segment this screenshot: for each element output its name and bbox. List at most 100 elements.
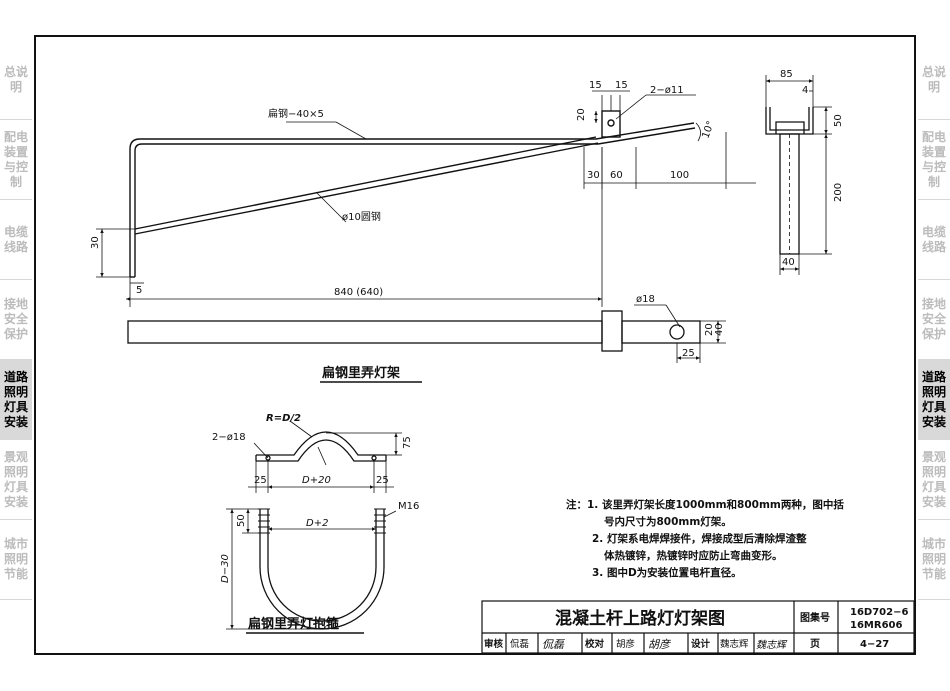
index-tab-road-lighting[interactable]: 道路照明灯具安装: [918, 360, 950, 440]
dim-20: 20: [576, 108, 587, 121]
hoop-hole: [265, 455, 271, 461]
index-tab-label: 道路照明灯具安装: [921, 369, 946, 429]
dim-100: 100: [670, 170, 689, 181]
index-tab-label: 总说明: [921, 64, 946, 94]
index-tab-energy[interactable]: 城市照明节能: [0, 520, 32, 600]
dim-25-plan: 25: [682, 348, 695, 359]
dim-200: 200: [833, 183, 844, 202]
bracket-dimensions: [96, 90, 756, 307]
atlas-number-1: 16D702−6: [850, 607, 908, 618]
index-tab-label: 接地安全保护: [3, 297, 28, 341]
index-tab-label: 景观照明灯具安装: [921, 449, 946, 509]
plan-view-clamp: [601, 310, 623, 352]
hoop-labels: R=D/2 2−ø18 D+20 25 25 75: [212, 413, 413, 486]
hole-label: 2−ø11: [650, 85, 684, 96]
hoop-r-label: R=D/2: [266, 413, 301, 424]
dim-75: 75: [402, 436, 413, 449]
index-tab-road-lighting[interactable]: 道路照明灯具安装: [0, 360, 32, 440]
hoop-top-view: [255, 431, 387, 462]
index-tab-label: 景观照明灯具安装: [3, 449, 28, 509]
index-tab-energy[interactable]: 城市照明节能: [918, 520, 950, 600]
index-tab-distribution[interactable]: 配电装置与控制: [0, 120, 32, 200]
plan-view-labels: ø18 20 40 25: [636, 294, 725, 359]
review-label: 审核: [484, 638, 504, 650]
right-section-index: 总说明 配电装置与控制 电缆线路 接地安全保护 道路照明灯具安装 景观照明灯具安…: [918, 40, 950, 600]
bracket-labels: 扁钢−40×5 ø10圆钢 2−ø11 15 15 20 30 60 100 8…: [90, 80, 717, 298]
index-tab-landscape[interactable]: 景观照明灯具安装: [918, 440, 950, 520]
dim-length: 840 (640): [334, 287, 383, 298]
index-tab-cable[interactable]: 电缆线路: [0, 200, 32, 280]
checker-name: 胡彦: [616, 638, 635, 650]
dim-30-left: 30: [90, 236, 101, 249]
index-tab-label: 接地安全保护: [921, 297, 946, 341]
plan-view-dimensions: [634, 304, 726, 363]
index-tab-distribution[interactable]: 配电装置与控制: [918, 120, 950, 200]
dim-40-plan: 40: [714, 323, 725, 336]
u-bolt-dimensions: [226, 508, 397, 630]
dim-50: 50: [833, 114, 844, 127]
flat-steel-bar: [129, 122, 695, 277]
note-line: 2. 灯架系电焊焊接件，焊接成型后清除焊渣整: [592, 533, 807, 545]
note-line: 注：1. 该里弄灯架长度1000mm和800mm两种，图中括: [566, 499, 844, 511]
plan-view-plate: [621, 320, 701, 344]
side-view-dimensions: [765, 75, 832, 275]
checker-signature: 胡彦: [648, 638, 671, 651]
plan-view: [127, 310, 701, 352]
angle-label: 10°: [700, 120, 716, 140]
atlas-label: 图集号: [800, 611, 830, 624]
dim-40: 40: [782, 257, 795, 268]
index-tab-general[interactable]: 总说明: [0, 40, 32, 120]
dim-85: 85: [780, 69, 793, 80]
dim-50-hoop: 50: [236, 514, 247, 527]
dim-25a: 25: [254, 475, 267, 486]
index-tab-label: 电缆线路: [921, 224, 946, 254]
index-tab-label: 电缆线路: [3, 224, 28, 254]
round-steel-label: ø10圆钢: [342, 210, 381, 223]
dim-d20: D+20: [302, 475, 331, 486]
dim-60: 60: [610, 170, 623, 181]
dim-20-plan: 20: [704, 323, 715, 336]
side-view-labels: 85 4 50 200 40: [780, 69, 844, 268]
index-tab-general[interactable]: 总说明: [918, 40, 950, 120]
round-steel-rod: [134, 136, 597, 230]
left-section-index: 总说明 配电装置与控制 电缆线路 接地安全保护 道路照明灯具安装 景观照明灯具安…: [0, 40, 32, 600]
drawing-title: 混凝土杆上路灯灯架图: [555, 608, 725, 629]
title-block-grid: [481, 600, 914, 653]
dim-d2: D+2: [306, 518, 328, 529]
dim-5: 5: [136, 285, 142, 296]
mounting-plate: [601, 110, 621, 138]
atlas-number-2: 16MR606: [850, 620, 902, 631]
page-number: 4−27: [860, 639, 889, 650]
note-line: 号内尺寸为800mm灯架。: [604, 516, 732, 528]
hoop-arc-outer: [256, 431, 386, 456]
index-tab-grounding[interactable]: 接地安全保护: [0, 280, 32, 360]
side-view: [765, 107, 814, 255]
index-tab-landscape[interactable]: 景观照明灯具安装: [0, 440, 32, 520]
index-tab-grounding[interactable]: 接地安全保护: [918, 280, 950, 360]
index-tab-label: 城市照明节能: [3, 537, 28, 581]
hoop-hole: [371, 455, 377, 461]
note-line: 3. 图中D为安装位置电杆直径。: [592, 567, 742, 579]
designer-name: 魏志辉: [720, 638, 749, 650]
designer-signature: 魏志辉: [756, 639, 788, 651]
dim-18: ø18: [636, 294, 655, 305]
u-bolt-labels: D+2 50 D−30 M16: [220, 501, 419, 583]
index-tab-label: 配电装置与控制: [3, 129, 28, 189]
dim-4: 4: [802, 85, 808, 96]
hoop-title: 扁钢里弄灯抱箍: [248, 616, 339, 632]
plan-view-hole: [669, 324, 685, 340]
index-tab-cable[interactable]: 电缆线路: [918, 200, 950, 280]
title-block: 混凝土杆上路灯灯架图 图集号 16D702−6 16MR606 审核 侃磊 侃磊…: [484, 607, 908, 651]
index-tab-label: 城市照明节能: [921, 537, 946, 581]
dim-25b: 25: [376, 475, 389, 486]
bracket-title: 扁钢里弄灯架: [322, 365, 400, 381]
index-tab-label: 总说明: [3, 64, 28, 94]
technical-drawing: 扁钢−40×5 ø10圆钢 2−ø11 15 15 20 30 60 100 8…: [90, 69, 914, 653]
check-label: 校对: [585, 638, 605, 650]
design-label: 设计: [691, 638, 711, 650]
bracket-elevation: [129, 110, 696, 278]
dim-15a: 15: [589, 80, 602, 91]
reviewer-name: 侃磊: [510, 638, 530, 650]
reviewer-signature: 侃磊: [542, 638, 566, 651]
dim-d30: D−30: [220, 554, 231, 583]
